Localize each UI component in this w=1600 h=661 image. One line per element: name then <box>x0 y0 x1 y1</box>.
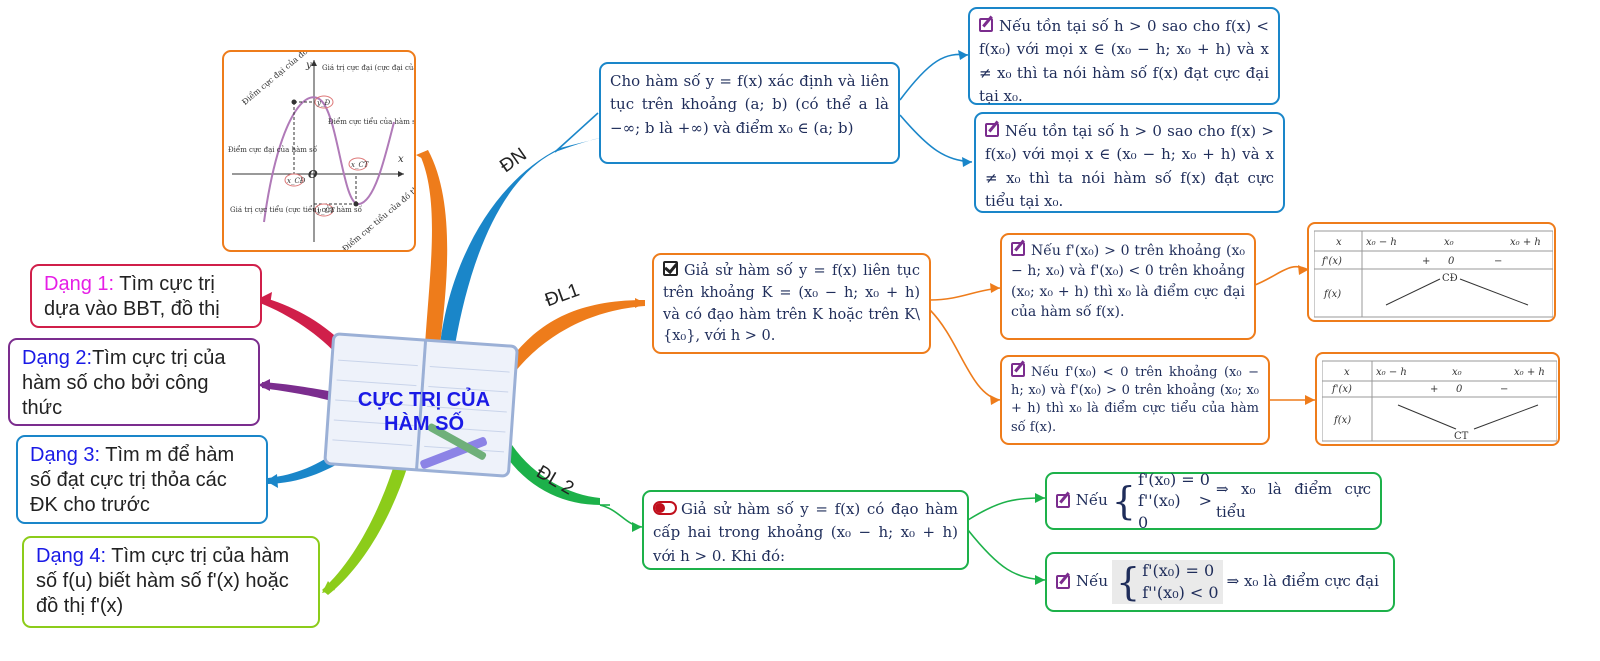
graph-xct: x_CT <box>351 161 370 169</box>
graph-y-label: y <box>305 60 312 71</box>
branch-dn <box>440 138 600 345</box>
dl2-max-prefix: Nếu <box>1076 572 1109 591</box>
tbl-max-s1: + <box>1422 256 1430 267</box>
dang-2[interactable]: Dạng 2:Tìm cực trị của hàm số cho bởi cô… <box>8 338 260 426</box>
dl2-max-line1: f'(x₀) = 0 <box>1142 561 1215 581</box>
dn-min-box[interactable]: Nếu tồn tại số h > 0 sao cho f(x) > f(x₀… <box>974 112 1285 213</box>
checkbox-icon <box>663 261 678 276</box>
edit-icon <box>985 123 999 137</box>
tbl-min-hx: x <box>1344 367 1350 378</box>
dang-4[interactable]: Dạng 4: Tìm cực trị của hàm số f(u) biết… <box>22 536 320 628</box>
tbl-min-s2: 0 <box>1456 384 1463 395</box>
edit-icon <box>1056 575 1070 589</box>
dl2-main-text: Giả sử hàm số y = f(x) có đạo hàm cấp ha… <box>653 500 958 565</box>
dl2-max-line2: f''(x₀) < 0 <box>1142 583 1219 602</box>
branch-image <box>420 150 448 345</box>
branch-dl1 <box>510 300 645 372</box>
dl2-max-result: ⇒ x₀ là điểm cực đại <box>1226 572 1379 591</box>
graph-label-min-value: Giá trị cực tiểu (cực tiểu) của hàm số <box>230 205 363 214</box>
graph-x-label: x <box>398 154 404 165</box>
variation-table-min-svg: x x₀ − h x₀ x₀ + h f'(x) + 0 − f(x) CT <box>1321 360 1558 442</box>
branch-dang2 <box>262 382 335 402</box>
extrema-graph-card[interactable]: y x O y_Đ x_CĐ x_CT y_CT Điểm cực đại củ… <box>222 38 446 254</box>
graph-label-max-value: Giá trị cực đại (cực đại của hàm số <box>322 63 414 72</box>
dl2-min-prefix: Nếu <box>1075 491 1108 510</box>
center-title: CỰC TRỊ CỦA HÀM SỐ <box>338 388 510 436</box>
edit-icon <box>979 18 993 32</box>
dl1-max-text: Nếu f'(x₀) > 0 trên khoảng (x₀ − h; x₀) … <box>1011 243 1245 320</box>
dang-2-tag: Dạng 2: <box>22 347 93 369</box>
tbl-min-ha: x₀ − h <box>1376 367 1407 378</box>
dang-3-tag: Dạng 3: <box>30 444 101 466</box>
notebook-icon <box>323 332 519 478</box>
extrema-graph: y x O y_Đ x_CĐ x_CT y_CT Điểm cực đại củ… <box>228 38 446 254</box>
dl2-max-system: { f'(x₀) = 0 f''(x₀) < 0 <box>1112 560 1223 604</box>
dang-4-tag: Dạng 4: <box>36 545 107 567</box>
graph-origin: O <box>308 168 318 181</box>
branch-dl2 <box>505 445 600 505</box>
branch-dang1 <box>260 297 345 358</box>
tbl-min-r2: f(x) <box>1333 415 1351 426</box>
dang-3-text: Tìm m để hàm số đạt cực trị thỏa các ĐK … <box>30 444 235 516</box>
tbl-max-s2: 0 <box>1448 256 1455 267</box>
tbl-max-r2: f(x) <box>1323 289 1341 300</box>
dl2-min-box[interactable]: Nếu { f'(x₀) = 0 f''(x₀) > 0 ⇒ x₀ là điể… <box>1045 470 1382 532</box>
branch-dang4 <box>322 462 408 595</box>
dl2-min-system: { f'(x₀) = 0 f''(x₀) > 0 <box>1111 469 1212 532</box>
dn-max-text: Nếu tồn tại số h > 0 sao cho f(x) < f(x₀… <box>979 17 1269 105</box>
dang-1-tag: Dạng 1: <box>44 273 115 295</box>
tbl-max-label: CĐ <box>1442 273 1458 284</box>
dl1-min-box[interactable]: Nếu f'(x₀) < 0 trên khoảng (x₀ − h; x₀) … <box>1000 355 1270 445</box>
center-title-line2: HÀM SỐ <box>384 413 464 435</box>
dang-1-text: Tìm cực trị dựa vào BBT, đồ thị <box>44 273 220 320</box>
tbl-min-s3: − <box>1500 384 1508 395</box>
dn-definition-text: Cho hàm số y = f(x) xác định và liên tục… <box>610 72 889 137</box>
dang-3[interactable]: Dạng 3: Tìm m để hàm số đạt cực trị thỏa… <box>16 435 268 524</box>
dl2-min-line1: f'(x₀) = 0 <box>1137 469 1210 489</box>
toggle-icon <box>653 501 677 515</box>
dl2-min-line2: f''(x₀) > 0 <box>1137 491 1212 532</box>
tbl-max-ha: x₀ − h <box>1366 237 1397 248</box>
dl1-max-box[interactable]: Nếu f'(x₀) > 0 trên khoảng (x₀ − h; x₀) … <box>1000 233 1256 340</box>
dn-max-box[interactable]: Nếu tồn tại số h > 0 sao cho f(x) < f(x₀… <box>968 7 1280 105</box>
variation-table-max[interactable]: x x₀ − h x₀ x₀ + h f'(x) + 0 − f(x) CĐ <box>1307 222 1556 322</box>
tbl-min-label: CT <box>1454 431 1469 442</box>
center-title-line1: CỰC TRỊ CỦA <box>357 389 491 411</box>
dang-1[interactable]: Dạng 1: Tìm cực trị dựa vào BBT, đồ thị <box>30 264 262 328</box>
tbl-min-r1: f'(x) <box>1331 384 1352 395</box>
variation-table-min[interactable]: x x₀ − h x₀ x₀ + h f'(x) + 0 − f(x) CT <box>1315 352 1560 446</box>
dl1-main-text: Giả sử hàm số y = f(x) liên tục trên kho… <box>663 263 920 345</box>
tbl-max-hb: x₀ <box>1444 237 1454 248</box>
dl1-main-box[interactable]: Giả sử hàm số y = f(x) liên tục trên kho… <box>652 253 931 354</box>
tbl-min-hb: x₀ <box>1452 367 1462 378</box>
graph-label-min-point-fn: Điểm cực tiểu của hàm số <box>328 117 414 126</box>
dn-definition-box[interactable]: Cho hàm số y = f(x) xác định và liên tục… <box>599 62 900 164</box>
tbl-max-hx: x <box>1336 237 1342 248</box>
graph-yct: y_CT <box>316 207 336 215</box>
tbl-max-s3: − <box>1494 256 1502 267</box>
tbl-max-r1: f'(x) <box>1321 256 1342 267</box>
pencil-icon <box>420 423 488 469</box>
tbl-max-hc: x₀ + h <box>1510 237 1541 248</box>
dl1-min-text: Nếu f'(x₀) < 0 trên khoảng (x₀ − h; x₀) … <box>1011 365 1259 435</box>
variation-table-max-svg: x x₀ − h x₀ x₀ + h f'(x) + 0 − f(x) CĐ <box>1313 230 1554 318</box>
edit-icon <box>1011 363 1025 377</box>
graph-xcd: x_CĐ <box>287 177 306 185</box>
graph-label-max-point-fn: Điểm cực đại của hàm số <box>228 145 318 154</box>
edit-icon <box>1011 242 1025 256</box>
dl2-max-box[interactable]: Nếu { f'(x₀) = 0 f''(x₀) < 0 ⇒ x₀ là điể… <box>1045 552 1395 612</box>
graph-yd: y_Đ <box>316 99 330 107</box>
tbl-min-s1: + <box>1430 384 1438 395</box>
dn-min-text: Nếu tồn tại số h > 0 sao cho f(x) > f(x₀… <box>985 122 1274 210</box>
edit-icon <box>1056 494 1070 508</box>
dl2-main-box[interactable]: Giả sử hàm số y = f(x) có đạo hàm cấp ha… <box>642 490 969 570</box>
dl2-min-result: ⇒ x₀ là điểm cực tiểu <box>1216 479 1371 521</box>
center-notebook[interactable] <box>322 330 519 483</box>
tbl-min-hc: x₀ + h <box>1514 367 1545 378</box>
graph-label-min-point: Điểm cực tiểu của đồ thị <box>341 182 414 250</box>
dang-4-text: Tìm cực trị của hàm số f(u) biết hàm số … <box>36 545 290 617</box>
dang-2-text: Tìm cực trị của hàm số cho bởi công thức <box>22 347 226 419</box>
